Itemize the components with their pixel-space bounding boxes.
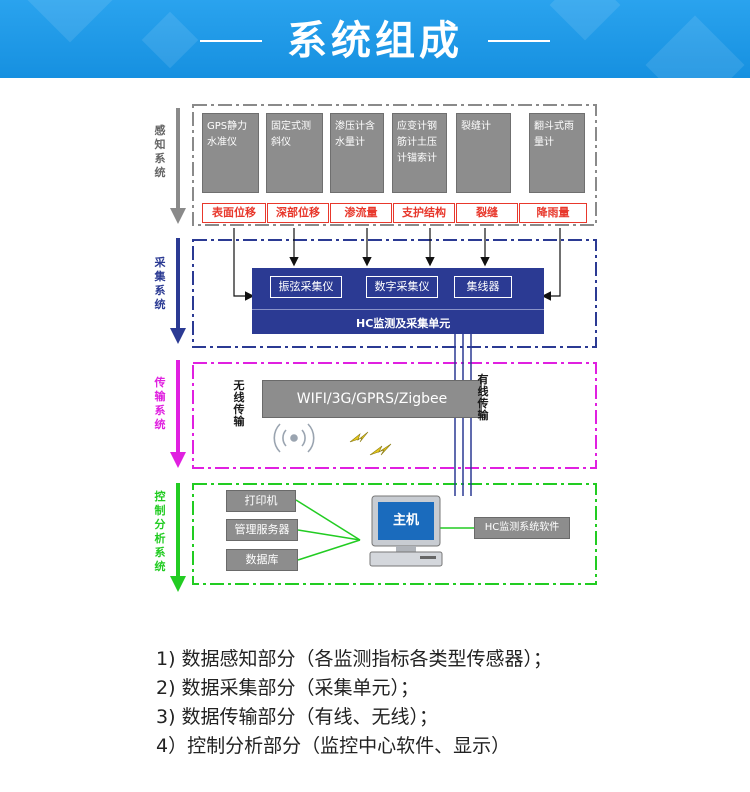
transmission-layer-box [192, 362, 597, 469]
indicator-connectors [233, 228, 561, 301]
wireless-transmission-label: 无线传输 [233, 379, 245, 428]
page-title: 系统组成 [287, 18, 463, 64]
layer-arrow-acquisition [170, 238, 186, 344]
layer-label-control: 控制分析系统 [154, 490, 166, 573]
summary-item: 1) 数据感知部分（各监测指标各类型传感器）； [156, 648, 553, 670]
wired-transmission-label: 有线传输 [477, 373, 489, 422]
sensing-layer-box [192, 104, 597, 226]
layer-label-acquisition: 采集系统 [154, 256, 166, 311]
host-computer-icon [369, 495, 443, 567]
sensor-crack-meter: 裂缝计 [456, 113, 511, 193]
wireless-signal-icon [273, 423, 315, 453]
title-line-right [488, 40, 550, 42]
acquisition-unit: 振弦采集仪 数字采集仪 集线器 HC监测及采集单元 [252, 268, 544, 334]
unit-divider [252, 309, 544, 310]
sensor-strain-gauge: 应变计钢筋计土压计锚索计 [392, 113, 447, 193]
summary-item: 4）控制分析部分（监控中心软件、显示） [156, 735, 511, 757]
hub: 集线器 [454, 276, 512, 298]
indicator-crack: 裂缝 [456, 203, 518, 223]
summary-list: 1) 数据感知部分（各监测指标各类型传感器）； 2) 数据采集部分（采集单元）；… [156, 645, 552, 761]
indicator-support-structure: 支护结构 [393, 203, 455, 223]
indicator-surface-displacement: 表面位移 [202, 203, 266, 223]
acquisition-unit-label: HC监测及采集单元 [356, 317, 451, 330]
server-box: 管理服务器 [226, 519, 298, 541]
acquisition-layer-box [192, 239, 597, 348]
lightning-icon [349, 431, 392, 456]
layer-label-sensing: 感知系统 [154, 124, 166, 179]
host-label: 主机 [392, 513, 419, 528]
layer-label-transmission: 传输系统 [154, 376, 166, 431]
control-connectors [295, 499, 474, 561]
monitoring-software-box: HC监测系统软件 [474, 517, 570, 539]
summary-item: 3) 数据传输部分（有线、无线）； [156, 706, 439, 728]
sensor-gps-level: GPS静力水准仪 [202, 113, 259, 193]
printer-box: 打印机 [226, 490, 296, 512]
header-banner: 系统组成 [0, 0, 750, 78]
layer-arrow-transmission [170, 360, 186, 468]
summary-item: 2) 数据采集部分（采集单元）； [156, 677, 420, 699]
control-layer-box [192, 483, 597, 585]
indicator-seepage: 渗流量 [330, 203, 392, 223]
layer-arrow-control [170, 483, 186, 592]
vibrating-wire-logger: 振弦采集仪 [270, 276, 342, 298]
database-box: 数据库 [226, 549, 298, 571]
title-line-left [200, 40, 262, 42]
indicator-rainfall: 降雨量 [519, 203, 587, 223]
digital-logger: 数字采集仪 [366, 276, 438, 298]
sensor-inclinometer: 固定式测斜仪 [266, 113, 323, 193]
wireless-protocols-box: WIFI/3G/GPRS/Zigbee [262, 380, 482, 418]
sensor-piezometer: 渗压计含水量计 [330, 113, 384, 193]
layer-arrow-sensing [170, 108, 186, 224]
indicator-deep-displacement: 深部位移 [267, 203, 329, 223]
sensor-rain-gauge: 翻斗式雨量计 [529, 113, 585, 193]
